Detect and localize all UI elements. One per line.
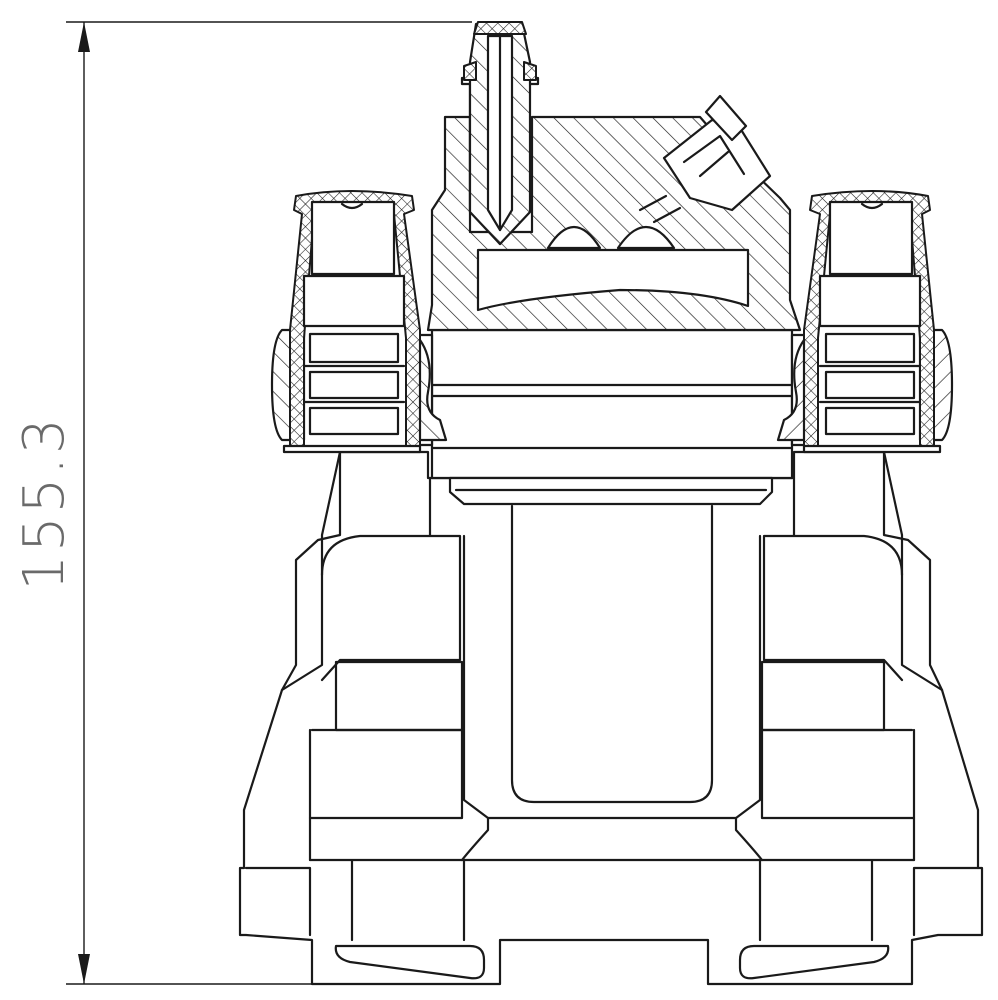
left-port-base: [282, 444, 422, 454]
left-port: [270, 190, 448, 454]
upper-section: [426, 21, 802, 332]
right-band-lower: [760, 728, 916, 820]
right-port: [776, 190, 954, 454]
right-port-weld: [776, 338, 806, 442]
right-port-seal-2: [824, 370, 916, 400]
arrowhead-bottom: [78, 954, 90, 984]
height-dimension: 155.3: [12, 21, 472, 985]
angled-fitting-detail: [682, 134, 746, 178]
left-port-insert: [310, 200, 396, 276]
right-foot-hook: [738, 944, 890, 980]
needle-seal-right: [523, 61, 537, 81]
right-port-insert: [828, 200, 914, 276]
right-port-lower-insert: [818, 274, 922, 328]
left-port-seal-3: [308, 406, 400, 436]
left-port-lower-insert: [302, 274, 406, 328]
left-port-weld: [418, 338, 448, 442]
arrowhead-top: [78, 22, 90, 52]
right-port-base: [802, 444, 942, 454]
lower-body-outline: [238, 450, 984, 986]
right-port-cap-notch: [860, 202, 884, 210]
right-port-seal-3: [824, 406, 916, 436]
angled-fitting-stem: [638, 194, 682, 224]
needle-cap: [473, 21, 527, 35]
central-bore: [510, 504, 714, 804]
middle-flange: [414, 328, 810, 506]
ball-right: [616, 225, 676, 250]
upper-inner-chamber: [476, 248, 750, 312]
flange-body: [430, 328, 794, 480]
right-port-seal-1: [824, 332, 916, 364]
lower-body-left-side: [280, 450, 342, 692]
lower-body-right-side: [882, 450, 944, 692]
left-port-seal-1: [308, 332, 400, 364]
right-wing-panel: [762, 476, 904, 682]
ball-left: [546, 225, 602, 250]
lower-body: [238, 450, 984, 986]
left-band-lower: [308, 728, 464, 820]
height-dimension-label: 155.3: [12, 415, 77, 590]
angled-fitting-cap: [704, 94, 748, 142]
left-port-seal-2: [308, 370, 400, 400]
left-foot-hook: [334, 944, 486, 980]
base-block: [244, 858, 980, 942]
central-chamber: [460, 534, 764, 862]
left-port-cap-notch: [340, 202, 364, 210]
left-wing-panel: [320, 476, 462, 682]
needle-seal-left: [463, 61, 477, 81]
